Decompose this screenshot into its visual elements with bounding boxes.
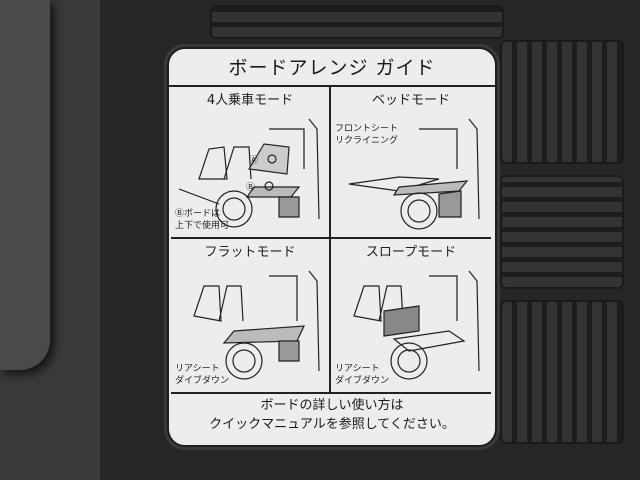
- panel-title: 4人乗車モード: [206, 93, 294, 108]
- note-line2: 上下で使用可: [175, 221, 230, 231]
- label-b: Ⓑ: [246, 183, 256, 193]
- car-interior-illustration: [348, 118, 480, 230]
- panel-title: フラットモード: [204, 245, 296, 260]
- footer-line2: クイックマニュアルを参照してください。: [209, 417, 455, 432]
- guide-title: ボードアレンジ ガイド: [169, 49, 495, 87]
- label-a: Ⓐ: [249, 156, 259, 166]
- mat-groove-pattern: [500, 40, 624, 164]
- car-interior-illustration: [179, 118, 320, 228]
- note-line2: リクライニング: [335, 136, 399, 146]
- mat-groove-pattern: [500, 300, 624, 444]
- footer-line1: ボードの詳しい使い方は: [260, 398, 404, 413]
- interior-trim: [0, 0, 50, 370]
- panel-title: ベッドモード: [371, 93, 450, 108]
- panel-slope-mode: スロープモード リアシート ダイブダウン: [331, 239, 491, 394]
- mat-groove-pattern: [500, 175, 624, 289]
- panel-4-seat-mode: 4人乗車モード Ⓐ Ⓑ Ⓑボードは 上下で使用可: [171, 87, 331, 239]
- mat-groove-pattern: [210, 5, 504, 39]
- note-line1: リアシート: [175, 364, 220, 374]
- note-line1: Ⓑボードは: [175, 209, 221, 219]
- note-line1: フロントシート: [335, 124, 399, 134]
- note-line1: リアシート: [335, 364, 380, 374]
- panel-bed-mode: ベッドモード フロントシート リクライニング: [331, 87, 491, 239]
- note-line2: ダイブダウン: [175, 376, 230, 386]
- footer-instructions: ボードの詳しい使い方は クイックマニュアルを参照してください。: [169, 396, 495, 434]
- board-arrange-guide-sticker: ボードアレンジ ガイド 4人乗車モード Ⓐ Ⓑ Ⓑボードは 上下で使用可 ベッド…: [167, 47, 497, 447]
- car-interior-illustration: [193, 270, 320, 380]
- note-line2: ダイブダウン: [335, 376, 390, 386]
- car-interior-illustration: [353, 270, 480, 380]
- panel-flat-mode: フラットモード リアシート ダイブダウン: [171, 239, 331, 394]
- panel-title: スロープモード: [365, 245, 457, 260]
